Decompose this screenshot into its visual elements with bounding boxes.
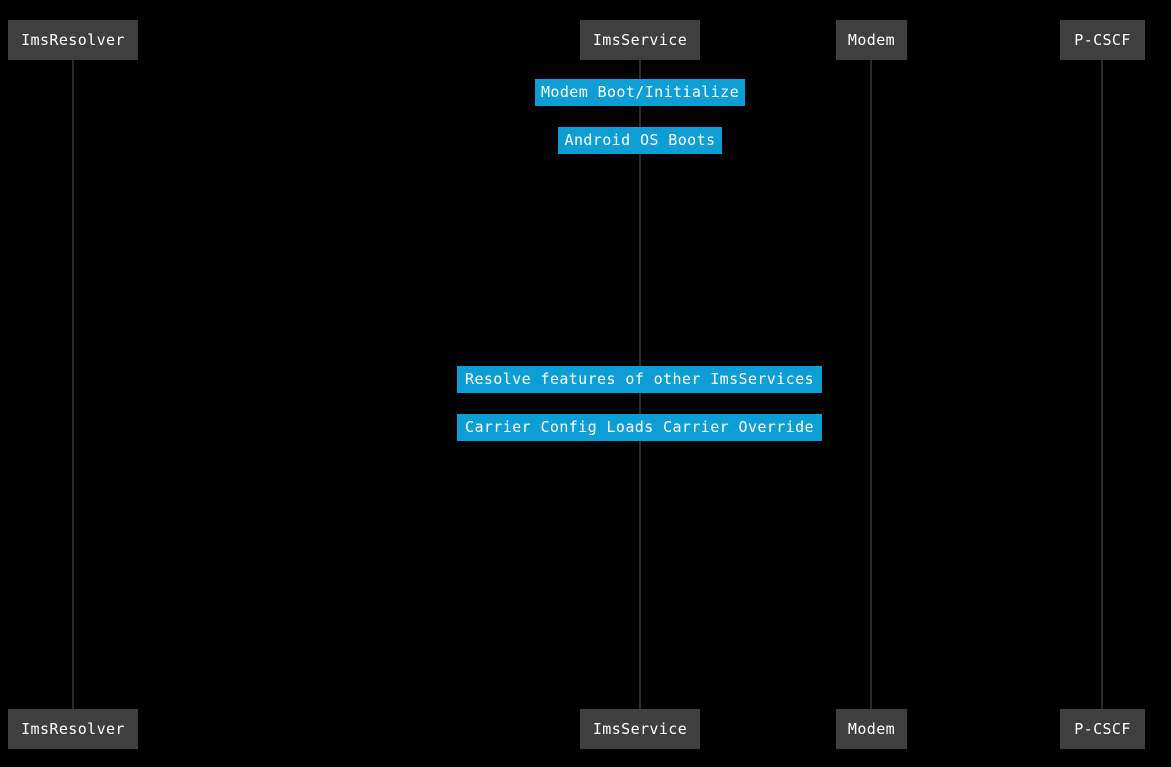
participant-bottom-imsservice[interactable]: ImsService [580,709,700,749]
participant-top-modem[interactable]: Modem [836,20,907,60]
participant-label: Modem [847,719,896,738]
participant-label: P-CSCF [1074,30,1131,49]
participant-label: Modem [847,30,896,49]
lifeline-modem [870,59,872,709]
divider-carrier-config-loads-carrier-override: Carrier Config Loads Carrier Override [457,414,822,441]
participant-label: ImsResolver [21,30,125,49]
participant-label: ImsService [592,30,688,49]
divider-resolve-features-of-other-imsservices: Resolve features of other ImsServices [457,366,822,393]
participant-top-imsservice[interactable]: ImsService [580,20,700,60]
participant-bottom-imsresolver[interactable]: ImsResolver [8,709,138,749]
participant-bottom-modem[interactable]: Modem [836,709,907,749]
lifeline-imsresolver [72,59,74,709]
participant-label: ImsResolver [21,719,125,738]
lifeline-p-cscf [1101,59,1103,709]
participant-top-p-cscf[interactable]: P-CSCF [1060,20,1145,60]
participant-bottom-p-cscf[interactable]: P-CSCF [1060,709,1145,749]
participant-label: P-CSCF [1074,719,1131,738]
divider-label: Resolve features of other ImsServices [465,370,814,388]
divider-label: Carrier Config Loads Carrier Override [465,418,814,436]
divider-label: Android OS Boots [564,131,716,149]
participant-label: ImsService [592,719,688,738]
divider-modem-boot-initialize: Modem Boot/Initialize [535,79,745,106]
divider-label: Modem Boot/Initialize [540,83,740,101]
divider-android-os-boots: Android OS Boots [558,127,722,154]
participant-top-imsresolver[interactable]: ImsResolver [8,20,138,60]
